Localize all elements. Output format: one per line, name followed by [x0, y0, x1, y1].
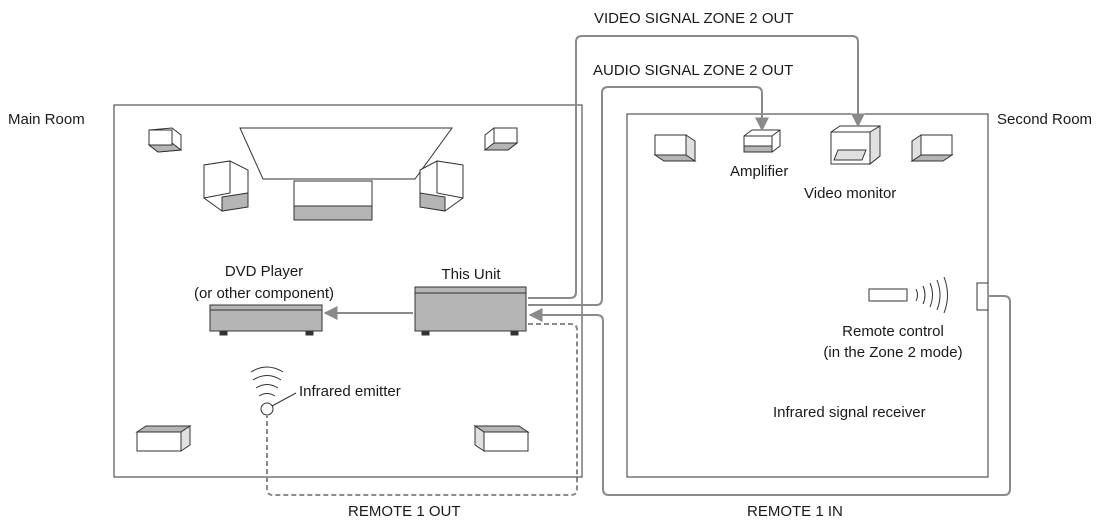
- video-monitor-label: Video monitor: [804, 185, 896, 202]
- audio-signal-label: AUDIO SIGNAL ZONE 2 OUT: [593, 62, 793, 79]
- video-signal-label: VIDEO SIGNAL ZONE 2 OUT: [594, 10, 793, 27]
- remote1-in-label: REMOTE 1 IN: [747, 503, 843, 520]
- infrared-receiver-label: Infrared signal receiver: [773, 404, 926, 421]
- main-room-label: Main Room: [8, 111, 85, 128]
- remote-control-sublabel: (in the Zone 2 mode): [823, 344, 962, 361]
- amplifier-label: Amplifier: [730, 163, 788, 180]
- front-left-small-speaker: [147, 127, 183, 153]
- remote1-in-cable: [528, 295, 1011, 496]
- dvd-player-sublabel: (or other component): [194, 285, 334, 302]
- zone2-left-speaker: [653, 134, 697, 162]
- zone2-right-speaker: [910, 134, 954, 162]
- infrared-emitter: [250, 366, 297, 416]
- rear-left-speaker: [135, 425, 192, 452]
- dvd-player-label: DVD Player: [225, 263, 303, 280]
- front-right-small-speaker: [483, 127, 519, 151]
- remote-control: [868, 276, 948, 314]
- remote1-out-label: REMOTE 1 OUT: [348, 503, 461, 520]
- dvd-player: [209, 304, 323, 336]
- rear-right-speaker: [473, 425, 530, 452]
- remote1-out-cable: [266, 323, 578, 496]
- main-room-box: [113, 104, 583, 478]
- second-room-box: [626, 113, 989, 478]
- amplifier: [743, 129, 781, 153]
- projection-screen: [239, 127, 453, 180]
- infrared-receiver: [976, 282, 989, 311]
- video-zone2-cable: [528, 35, 865, 299]
- this-unit: [414, 286, 527, 336]
- remote-control-label: Remote control: [842, 323, 944, 340]
- audio-zone2-cable: [528, 86, 769, 306]
- right-speaker: [419, 160, 464, 212]
- center-speaker: [293, 180, 373, 221]
- left-speaker: [203, 160, 249, 212]
- infrared-emitter-label: Infrared emitter: [299, 383, 401, 400]
- this-unit-label: This Unit: [441, 266, 501, 283]
- video-monitor: [830, 125, 881, 166]
- second-room-label: Second Room: [997, 111, 1092, 128]
